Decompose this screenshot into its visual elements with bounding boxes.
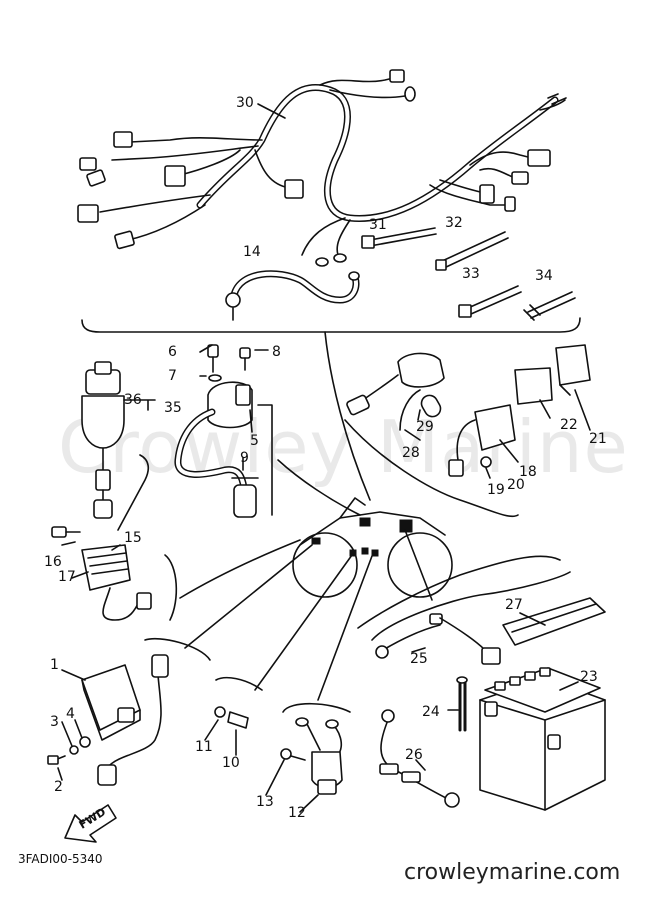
- callout-24: 24: [422, 704, 440, 720]
- callout-11: 11: [195, 739, 213, 755]
- callout-29: 29: [416, 419, 434, 435]
- fwd-arrow-icon: [64, 804, 117, 843]
- wire-harness: [77, 69, 567, 267]
- callout-9: 9: [240, 450, 249, 466]
- watermark: Crowley Marine: [58, 405, 629, 489]
- battery-group: [357, 555, 606, 811]
- starter-relay: [280, 702, 351, 795]
- callout-33: 33: [462, 266, 480, 282]
- callout-19: 19: [487, 482, 505, 498]
- callout-28: 28: [402, 445, 420, 461]
- cdi-unit: [47, 637, 211, 786]
- callout-26: 26: [405, 747, 423, 763]
- cable-ties: [361, 227, 576, 321]
- callout-23: 23: [580, 669, 598, 685]
- callout-21: 21: [589, 431, 607, 447]
- callout-8: 8: [272, 344, 281, 360]
- relay-and-fuse-group: [344, 344, 591, 518]
- callout-6: 6: [168, 344, 177, 360]
- callout-22: 22: [560, 417, 578, 433]
- sensor-switch: [214, 676, 263, 729]
- ignition-coil-assembly: [174, 344, 273, 518]
- callout-35: 35: [164, 400, 182, 416]
- callout-25: 25: [410, 651, 428, 667]
- callout-15: 15: [124, 530, 142, 546]
- rectifier-regulator: [51, 526, 178, 621]
- callout-2: 2: [54, 779, 63, 795]
- main-switch: [81, 361, 150, 531]
- callout-13: 13: [256, 794, 274, 810]
- callout-32: 32: [445, 215, 463, 231]
- callout-14: 14: [243, 244, 261, 260]
- callout-27: 27: [505, 597, 523, 613]
- callout-3: 3: [50, 714, 59, 730]
- callout-16: 16: [44, 554, 62, 570]
- site-brand: crowleymarine.com: [404, 860, 621, 885]
- callout-4: 4: [66, 706, 75, 722]
- callout-12: 12: [288, 805, 306, 821]
- lead-wire: [225, 270, 360, 321]
- callout-30: 30: [236, 95, 254, 111]
- callout-5: 5: [250, 433, 259, 449]
- callout-18: 18: [519, 464, 537, 480]
- callout-34: 34: [535, 268, 553, 284]
- callout-36: 36: [124, 392, 142, 408]
- vehicle-silhouette: [292, 497, 453, 598]
- callout-17: 17: [58, 569, 76, 585]
- drawing-code: 3FADI00-5340: [18, 852, 103, 866]
- group-bracket-top: [81, 317, 581, 333]
- callout-1: 1: [50, 657, 59, 673]
- callout-20: 20: [507, 477, 525, 493]
- callout-10: 10: [222, 755, 240, 771]
- callout-31: 31: [369, 217, 387, 233]
- callout-7: 7: [168, 368, 177, 384]
